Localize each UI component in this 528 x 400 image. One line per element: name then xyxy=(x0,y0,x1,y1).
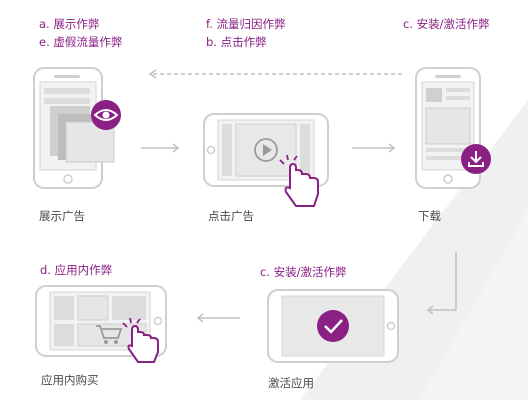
phone-click-ad xyxy=(203,113,329,207)
eye-icon xyxy=(91,100,121,130)
caption-in-app-purchase: 应用内购买 xyxy=(41,373,99,387)
tap-hand-icon xyxy=(279,154,319,207)
fraud-label-click-f: f. 流量归因作弊 xyxy=(206,17,286,31)
caption-click-ad: 点击广告 xyxy=(208,209,254,223)
fraud-label-in-app-d: d. 应用内作弊 xyxy=(40,263,113,277)
phone-download xyxy=(415,67,491,189)
fraud-label-display-e: e. 虚假流量作弊 xyxy=(39,35,123,49)
play-icon xyxy=(254,138,278,162)
caption-display-ad: 展示广告 xyxy=(39,209,85,223)
phone-activate-app xyxy=(267,289,399,363)
arrow-activate-to-purchase xyxy=(196,313,240,323)
caption-activate-app: 激活应用 xyxy=(268,376,314,390)
checkmark-icon xyxy=(317,310,349,342)
shopping-cart-icon xyxy=(96,325,123,344)
phone-in-app-purchase xyxy=(35,285,167,363)
arrow-dashed-back xyxy=(148,69,402,79)
phone-display-ad xyxy=(33,67,121,189)
fraud-label-display-a: a. 展示作弊 xyxy=(39,17,100,31)
fraud-label-download-c: c. 安装/激活作弊 xyxy=(403,17,490,31)
arrow-click-to-download xyxy=(352,143,396,153)
arrow-download-to-activate xyxy=(426,252,457,315)
arrow-display-to-click xyxy=(141,143,180,153)
caption-download: 下载 xyxy=(418,209,441,223)
fraud-label-click-b: b. 点击作弊 xyxy=(206,35,267,49)
tap-hand-icon xyxy=(122,317,159,363)
download-icon xyxy=(461,144,491,174)
fraud-label-activate-c: c. 安装/激活作弊 xyxy=(260,265,347,279)
